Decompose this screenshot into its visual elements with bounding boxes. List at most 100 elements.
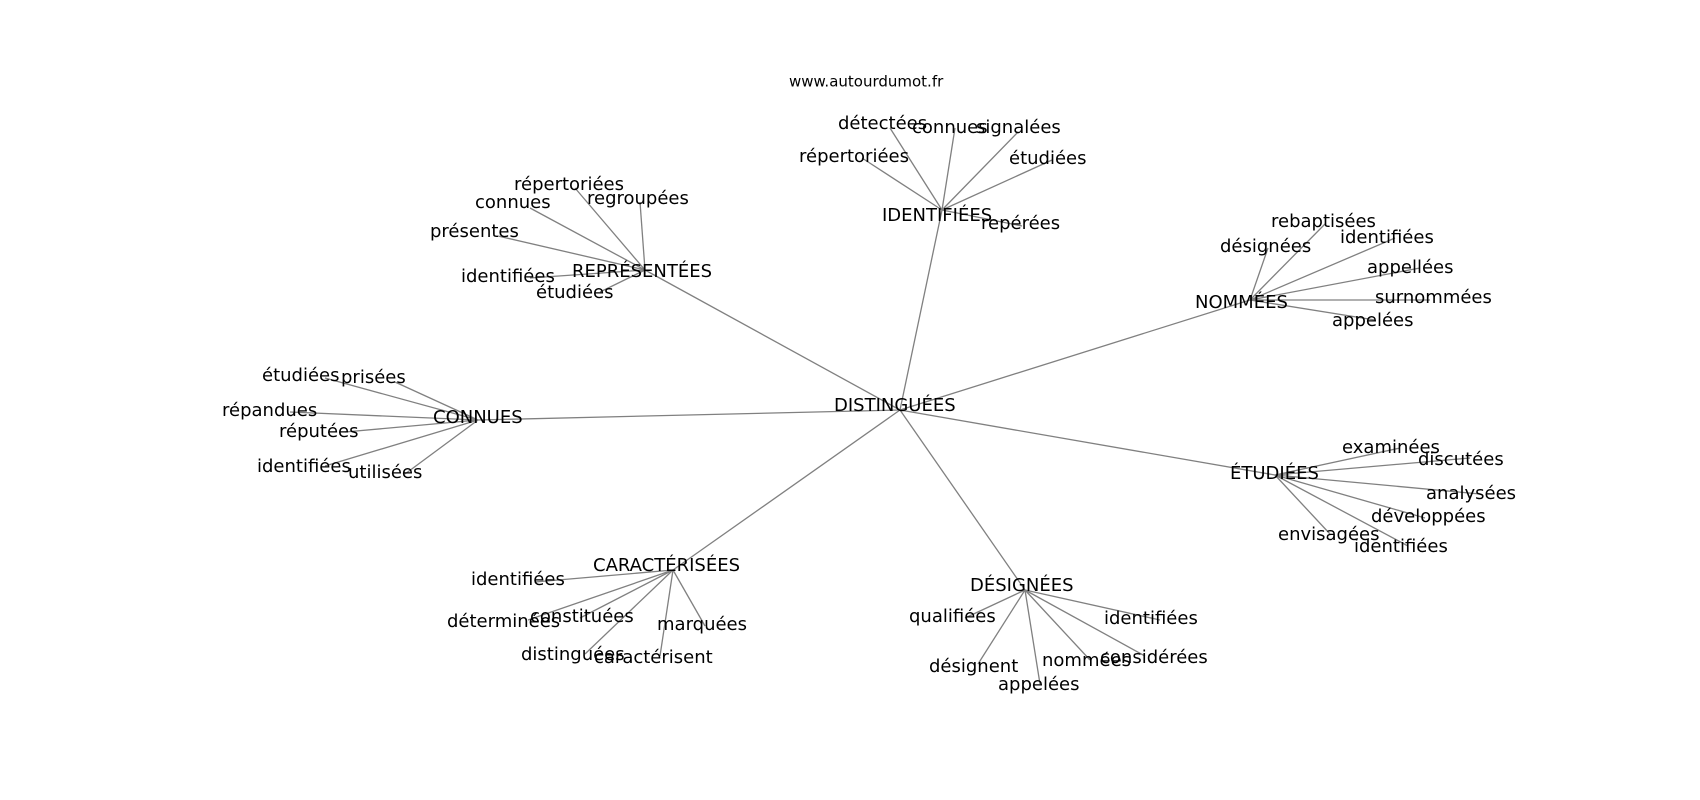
leaf-edge [672,569,706,627]
leaf-edge [324,377,479,421]
leaf-node: étudiées [1009,148,1087,169]
leaf-edge [527,569,674,621]
leaf-edge [584,569,674,655]
leaf-node: répandues [222,400,317,421]
leaf-edge [1274,457,1471,476]
hub-node: NOMMÉES [1195,291,1288,313]
leaf-node: caractérisent [594,647,713,668]
leaf-edge [964,589,1026,619]
leaf-edge [1024,589,1161,621]
leaf-node: qualifiées [909,606,996,627]
leaf-edge [529,207,646,271]
leaf-node: identifiées [257,456,351,477]
leaf-edge [1249,237,1396,301]
leaf-node: étudiées [536,282,614,303]
leaf-node: prisées [341,367,406,388]
leaf-node: envisagées [1278,524,1380,545]
hub-edge [899,299,1251,411]
leaf-node: appellées [1367,257,1453,278]
leaf-node: utilisées [348,462,422,483]
leaf-node: développées [1371,506,1486,527]
leaf-edge [1274,447,1401,476]
leaf-edge [659,569,674,657]
leaf-node: déterminées [447,611,560,632]
leaf-node: signalées [976,117,1061,138]
leaf-edge [1249,267,1421,301]
leaf-edge [941,209,1023,227]
leaf-edge [977,589,1026,665]
leaf-node: distinguées [521,644,625,665]
leaf-edge [394,381,479,421]
leaf-edge [404,419,479,475]
leaf-edge [1249,223,1326,301]
leaf-node: identifiées [471,569,565,590]
leaf-node: détectées [838,113,927,134]
leaf-edge [1274,474,1331,535]
leaf-node: identifiées [1340,227,1434,248]
leaf-edge [1249,299,1376,321]
leaf-node: identifiées [461,266,555,287]
leaf-edge [599,269,646,293]
leaf-edge [289,411,479,421]
hub-edge [672,409,901,571]
hub-edge [644,269,901,411]
hub-node: IDENTIFIÉES [882,204,992,226]
leaf-edge [1249,247,1269,301]
center-node: DISTINGUÉES [834,394,956,416]
leaf-edge [941,159,1053,211]
leaf-edge [941,131,1019,211]
hub-node: CONNUES [433,407,523,428]
hub-node: ÉTUDIÉES [1230,462,1319,484]
hub-edge [899,409,1026,591]
leaf-edge [1274,474,1409,547]
leaf-node: réputées [279,421,359,442]
leaf-node: rebaptisées [1271,211,1376,232]
leaf-node: étudiées [262,365,340,386]
graph-labels: www.autourdumot.fr DISTINGUÉES IDENTIFIÉ… [222,73,1516,696]
leaf-node: présentes [430,221,519,242]
leaf-node: appelées [998,674,1079,695]
hub-edge [477,409,901,421]
site-watermark: www.autourdumot.fr [789,73,944,91]
leaf-node: considérées [1100,647,1208,668]
leaf-edge [344,419,479,433]
leaf-node: surnommées [1375,287,1492,308]
leaf-node: discutées [1418,449,1504,470]
leaf-node: nommées [1042,650,1131,671]
leaf-edge [639,201,646,271]
leaf-node: désignées [1220,236,1311,257]
leaf-node: analysées [1426,483,1516,504]
leaf-edge [861,157,943,211]
hub-node: REPRÉSENTÉES [572,260,712,282]
leaf-node: répertoriées [514,174,624,195]
leaf-edge [1274,474,1426,519]
leaf-node: constituées [530,606,634,627]
leaf-node: désignent [929,656,1018,677]
leaf-edge [534,569,674,583]
leaf-node: connues [475,192,551,213]
leaf-node: regroupées [587,188,689,209]
leaf-edge [497,235,646,271]
leaf-edge [1024,589,1041,685]
leaf-node: marquées [657,614,747,635]
leaf-node: connues [912,117,988,138]
leaf-edge [1274,474,1481,495]
leaf-node: examinées [1342,437,1440,458]
leaf-edge [889,127,943,211]
leaf-edge [1024,589,1146,657]
leaf-edge [574,187,646,271]
hub-node: CARACTÉRISÉES [593,554,740,576]
hub-node: DÉSIGNÉES [970,574,1074,596]
leaf-node: appelées [1332,310,1413,331]
graph-edges [289,127,1481,685]
leaf-node: identifiées [1104,608,1198,629]
leaf-edge [941,127,956,211]
leaf-node: repérées [981,213,1060,234]
leaf-edge [579,569,674,619]
leaf-node: identifiées [1354,536,1448,557]
hub-edge [899,409,1276,476]
leaf-edge [324,419,479,467]
hub-edge [899,209,943,411]
leaf-node: répertoriées [799,146,909,167]
